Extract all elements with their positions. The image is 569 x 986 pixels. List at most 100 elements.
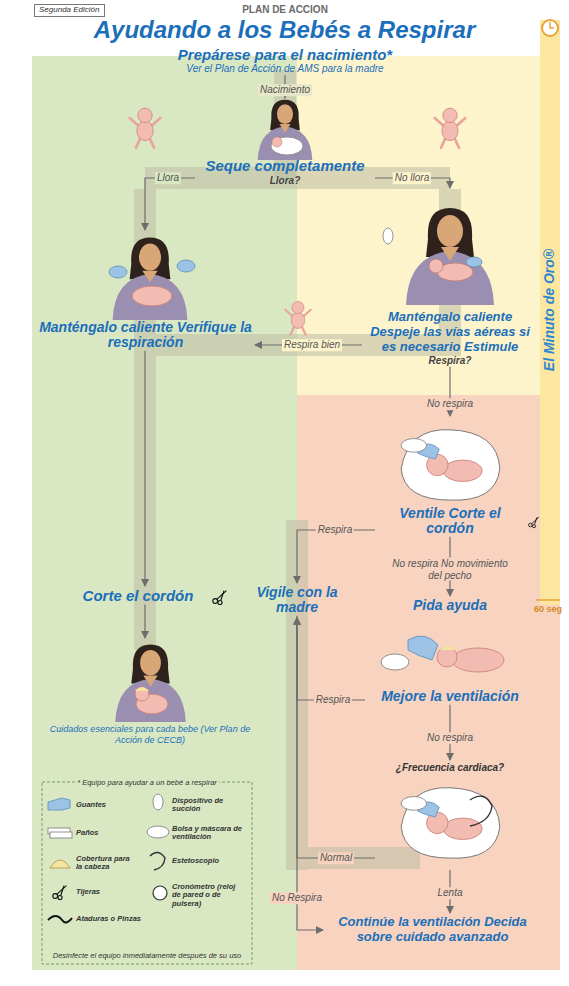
legend-text: Cobertura para la cabeza (76, 855, 138, 872)
end-step: Cuidados esenciales para cada bebe (Ver … (45, 640, 255, 746)
crying-baby (130, 108, 161, 148)
suction-bulb (383, 228, 393, 244)
green-region (32, 56, 297, 970)
legend-text: Paños (76, 829, 146, 837)
step-text: Respira? (362, 355, 538, 367)
diagram-title: Ayudando a los Bebés a Respirar (0, 17, 569, 43)
glove-hand (408, 636, 438, 660)
legend-text: Bolsa y máscara de ventilación (172, 825, 246, 842)
legend-text: Guantes (76, 801, 146, 809)
step-text: Llora? (195, 175, 375, 187)
process-step: Ventile Corte el cordón (375, 418, 525, 537)
clamp-icon (48, 916, 72, 923)
edge-label: Respira (316, 524, 354, 536)
mother (258, 100, 313, 160)
connector (297, 618, 365, 700)
edge-label: No respira (425, 732, 475, 744)
baby-head (272, 137, 282, 147)
step-text: Continúe la ventilación Decida sobre cui… (325, 915, 540, 945)
peach-region (297, 395, 560, 970)
edition-box: Segunda Edición (34, 4, 105, 17)
connector (297, 616, 323, 930)
heart-rate-picture (401, 788, 500, 859)
step-text: Pida ayuda (365, 598, 535, 613)
process-step: Seque completamenteLlora? (195, 100, 375, 187)
equipment-note: Desinfecte el equipo inmediatamente desp… (51, 952, 243, 961)
call-help-picture (381, 636, 504, 672)
equipment-box (42, 782, 252, 964)
step-text: Vigile con la madre (249, 585, 345, 616)
head-cover (135, 687, 149, 691)
baby-head (135, 687, 149, 701)
cap-icon (50, 860, 70, 868)
step-text: Seque completamente (195, 158, 375, 175)
start-step: Prepárese para el nacimiento*Ver el Plan… (150, 46, 420, 75)
scissors-icon (213, 591, 227, 605)
connector (297, 530, 375, 583)
process-step: Pida ayudaMejore la ventilación (365, 598, 535, 705)
clock-hand (550, 22, 554, 28)
stethoscope-icon (150, 852, 165, 870)
plan-heading: PLAN DE ACCION (242, 4, 328, 15)
scissors-icon (529, 517, 539, 528)
mother (113, 238, 188, 320)
bag-icon (147, 826, 169, 838)
edge-label: No llora (393, 172, 431, 184)
step-text: Ventile Corte el cordón (375, 506, 525, 537)
timeline-bar (540, 20, 560, 605)
drying-cloth (271, 137, 303, 155)
timeline-label: El Minuto de Oro® (542, 249, 557, 371)
baby-wrapped (132, 286, 172, 306)
connector (144, 605, 145, 639)
legend-text: Cronómetro (reloj de pared o de pulsera) (172, 883, 246, 908)
edge-label: Respira bien (282, 339, 342, 351)
connector (144, 351, 145, 586)
mother (406, 208, 494, 305)
edge-label: No Respira (270, 892, 324, 904)
legend-text: Dispositivo de succión (172, 797, 246, 814)
watch-icon (153, 886, 167, 900)
glove-icon (48, 798, 70, 810)
suction-icon (153, 794, 163, 810)
baby-head (429, 259, 443, 273)
clock-icon (542, 20, 558, 36)
step-text: Prepárese para el nacimiento* (150, 46, 420, 63)
legend-text: Tijeras (76, 888, 146, 896)
decision-step: ¿Frecuencia cardiaca? (375, 762, 525, 870)
time-mark: 60 seg (534, 605, 562, 615)
edge-label: Lenta (435, 887, 464, 899)
edge-label: Nacimiento (258, 84, 312, 96)
equipment-heading: * Equipo para ayudar a un bebé a respira… (75, 779, 219, 788)
process-step: Manténgalo caliente Despeje las vías aér… (362, 190, 538, 367)
glove-hand (109, 266, 127, 278)
step-text: Cuidados esenciales para cada bebe (Ver … (45, 724, 255, 746)
glove-hand (177, 260, 195, 272)
step-text: Manténgalo caliente Verifique la respira… (38, 320, 253, 351)
connector (145, 178, 195, 230)
step-text: Mejore la ventilación (365, 689, 535, 704)
edge-label: Normal (318, 852, 354, 864)
edge-label: No respira (425, 398, 475, 410)
step-text: Manténgalo caliente Despeje las vías aér… (362, 310, 538, 355)
mother (115, 644, 185, 722)
legend-text: Ataduras o Pinzas (76, 915, 146, 923)
end-step: Continúe la ventilación Decida sobre cui… (325, 915, 540, 945)
step-text: Corte el cordón (68, 588, 208, 605)
step-text: ¿Frecuencia cardiaca? (375, 762, 525, 774)
cloth-icon (50, 832, 72, 838)
head-cover (440, 646, 456, 650)
process-step: Corte el cordón (68, 588, 208, 605)
breathing-baby (285, 302, 311, 335)
scissors-icon (53, 886, 67, 900)
process-step: Vigile con la madre (249, 585, 345, 616)
baby-body (452, 648, 504, 672)
timeline-tick (536, 599, 560, 601)
stethoscope (470, 796, 492, 826)
limp-baby (435, 108, 466, 148)
process-step: Manténgalo caliente Verifique la respira… (38, 232, 253, 351)
edge-label: Respira (314, 694, 352, 706)
edge-label: Llora (155, 172, 181, 184)
